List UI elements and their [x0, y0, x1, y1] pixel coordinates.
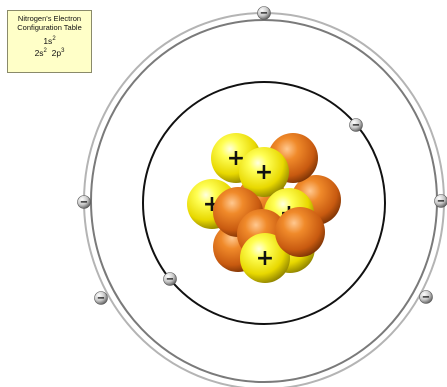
- electron-minus-sign: −: [260, 8, 268, 19]
- proton: +: [240, 233, 290, 283]
- shell2-orbital-2s: 2s: [34, 48, 44, 58]
- legend-title-line2: Configuration Table: [17, 23, 82, 32]
- electron-configuration-table: Nitrogen's Electron Configuration Table …: [7, 10, 92, 73]
- legend-title-line1: Nitrogen's Electron: [17, 14, 82, 23]
- electrons: − − − − − − −: [77, 6, 447, 305]
- electron-minus-sign: −: [166, 274, 174, 285]
- electron: −: [349, 118, 363, 132]
- shell2-config: 2s2 2p3: [8, 47, 91, 59]
- shell1-config: 1s2: [8, 35, 91, 47]
- proton: +: [239, 147, 289, 197]
- proton-plus-sign: +: [255, 160, 273, 185]
- electron-minus-sign: −: [352, 120, 360, 131]
- proton-plus-sign: +: [256, 246, 274, 271]
- shell1-orbital: 1s: [43, 36, 53, 46]
- electron: −: [434, 194, 447, 208]
- electron: −: [257, 6, 271, 20]
- electron: −: [94, 291, 108, 305]
- shell2-count-2p: 3: [61, 48, 65, 54]
- electron: −: [419, 290, 433, 304]
- neutron: [275, 207, 325, 257]
- electron-minus-sign: −: [437, 196, 445, 207]
- electron-minus-sign: −: [80, 197, 88, 208]
- electron-minus-sign: −: [422, 292, 430, 303]
- nucleus: +++++++: [187, 133, 341, 283]
- shell2-orbital-2p: 2p: [51, 48, 62, 58]
- electron: −: [163, 272, 177, 286]
- electron: −: [77, 195, 91, 209]
- inner-orbit: [142, 81, 386, 325]
- electron-minus-sign: −: [97, 293, 105, 304]
- shell2-count-2s: 2: [43, 48, 47, 54]
- shell1-count: 2: [52, 36, 56, 42]
